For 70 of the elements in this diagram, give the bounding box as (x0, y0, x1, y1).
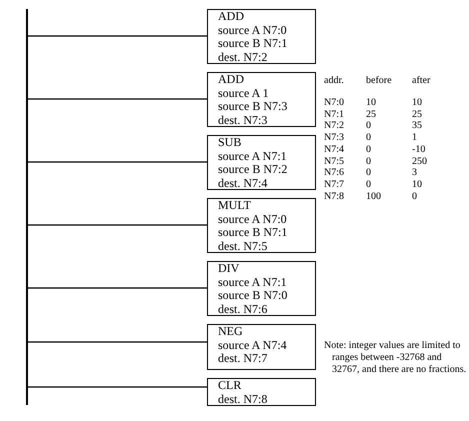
table-cell: 0 (366, 120, 371, 132)
instruction-name: ADD (218, 73, 245, 86)
instruction-name: CLR (218, 379, 242, 392)
operand-text: dest. N7:5 (218, 240, 268, 253)
table-cell: N7:7 (324, 178, 344, 190)
instruction-block (207, 135, 316, 190)
instruction-name: NEG (218, 325, 244, 338)
instruction-block (207, 72, 316, 127)
table-cell: -10 (412, 144, 426, 155)
operand-text: dest. N7:7 (218, 352, 268, 366)
operand-text: source A N7:1 (218, 276, 288, 289)
table-cell: 0 (412, 190, 417, 202)
table-cell: 10 (412, 97, 422, 108)
operand-text: dest. N7:6 (218, 302, 268, 316)
table-cell: N7:2 (324, 120, 344, 132)
table-cell: N7:3 (324, 132, 344, 144)
rung-line (28, 287, 207, 289)
instruction-block (207, 9, 316, 64)
table-cell: 1 (412, 132, 417, 144)
instruction-name: ADD (218, 10, 245, 24)
operand-text: source A N7:4 (218, 338, 288, 352)
operand-text: source B N7:2 (218, 163, 288, 176)
column-header: after (412, 75, 430, 86)
table-cell: N7:4 (324, 144, 344, 155)
operand-text: source A N7:1 (218, 150, 288, 163)
column-header: before (366, 75, 392, 86)
table-cell: 100 (366, 190, 381, 202)
table-cell: N7:8 (324, 190, 344, 202)
table-cell: N7:0 (324, 97, 344, 108)
operand-text: dest. N7:8 (218, 392, 268, 406)
instruction-name: SUB (218, 136, 242, 150)
table-cell: 35 (412, 120, 422, 132)
operand-text: dest. N7:3 (218, 114, 268, 127)
table-cell: 0 (366, 178, 371, 190)
operand-text: source B N7:1 (218, 37, 288, 50)
rung-line (28, 35, 207, 37)
rung-line (28, 386, 207, 388)
instruction-block (207, 261, 316, 316)
table-cell: 10 (366, 97, 376, 108)
instruction-block (207, 198, 316, 253)
table-cell: 25 (366, 108, 376, 120)
operand-text: source A N7:0 (218, 24, 288, 37)
operand-text: source B N7:0 (218, 289, 288, 302)
rung-line (28, 224, 207, 226)
table-cell: 250 (412, 156, 427, 166)
table-cell: N7:6 (324, 167, 344, 178)
table-cell: 0 (366, 132, 371, 144)
table-cell: N7:1 (324, 108, 344, 120)
table-cell: 10 (412, 178, 422, 190)
table-cell: 0 (366, 167, 371, 178)
operand-text: source A N7:0 (218, 212, 288, 226)
instruction-name: MULT (218, 199, 252, 212)
table-cell: 3 (412, 167, 417, 178)
table-cell: N7:5 (324, 156, 344, 166)
operand-text: dest. N7:2 (218, 50, 268, 64)
table-cell: 25 (412, 108, 422, 120)
column-header: addr. (324, 75, 344, 86)
operand-text: source B N7:3 (218, 100, 288, 114)
operand-text: source B N7:1 (218, 226, 288, 240)
instruction-name: DIV (218, 262, 240, 276)
table-cell: 0 (366, 144, 371, 155)
operand-text: source A 1 (218, 86, 270, 100)
rung-line (28, 98, 207, 100)
operand-text: dest. N7:4 (218, 176, 268, 190)
instruction-block (207, 378, 316, 406)
note-text: Note: integer values are limited to ranges between -32768 and 32767, and there are no fractions. (324, 340, 468, 376)
instruction-block (207, 324, 316, 370)
table-cell: 0 (366, 156, 371, 166)
rung-line (28, 161, 207, 163)
rung-line (28, 341, 207, 343)
